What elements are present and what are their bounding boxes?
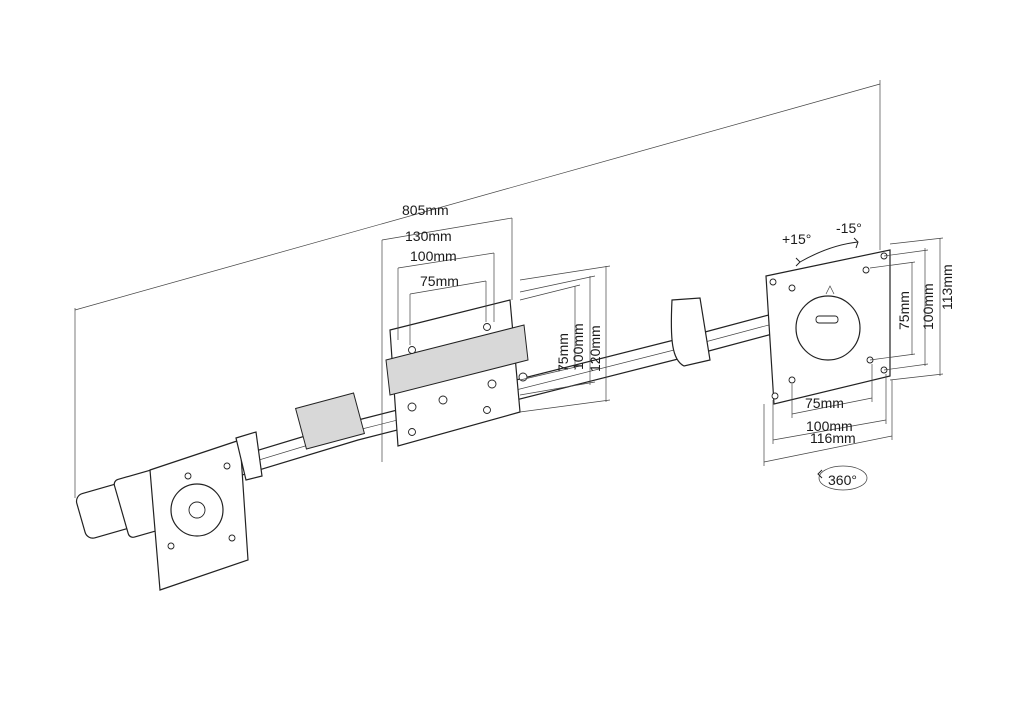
label-right-75mm: 75mm — [805, 395, 844, 411]
center-adapter-bracket — [385, 299, 529, 447]
label-right-h100mm: 100mm — [920, 283, 936, 330]
label-right-h113mm: 113mm — [939, 264, 955, 310]
left-vesa-plate — [149, 431, 263, 591]
overall-width-dimension — [74, 80, 881, 498]
label-360: 360° — [828, 472, 857, 488]
label-center-100mm: 100mm — [410, 248, 457, 264]
right-vesa-plate — [765, 249, 891, 405]
label-right-100mm: 100mm — [806, 418, 853, 434]
right-dimension-lines — [763, 237, 944, 466]
label-center-h100mm: 100mm — [570, 323, 586, 370]
label-center-75mm: 75mm — [420, 273, 459, 289]
label-right-116mm: 116mm — [810, 430, 856, 446]
center-dimension-lines — [381, 217, 611, 462]
rotation-indicator — [817, 465, 868, 491]
label-plus15: +15° — [782, 231, 811, 247]
label-805mm: 805mm — [402, 202, 449, 218]
label-130mm: 130mm — [405, 228, 452, 244]
tilt-indicator — [795, 237, 859, 267]
label-right-h75mm: 75mm — [896, 291, 912, 330]
label-center-h120mm: 120mm — [587, 325, 603, 372]
label-minus15: -15° — [836, 220, 862, 236]
label-center-h75mm: 75mm — [555, 333, 571, 372]
